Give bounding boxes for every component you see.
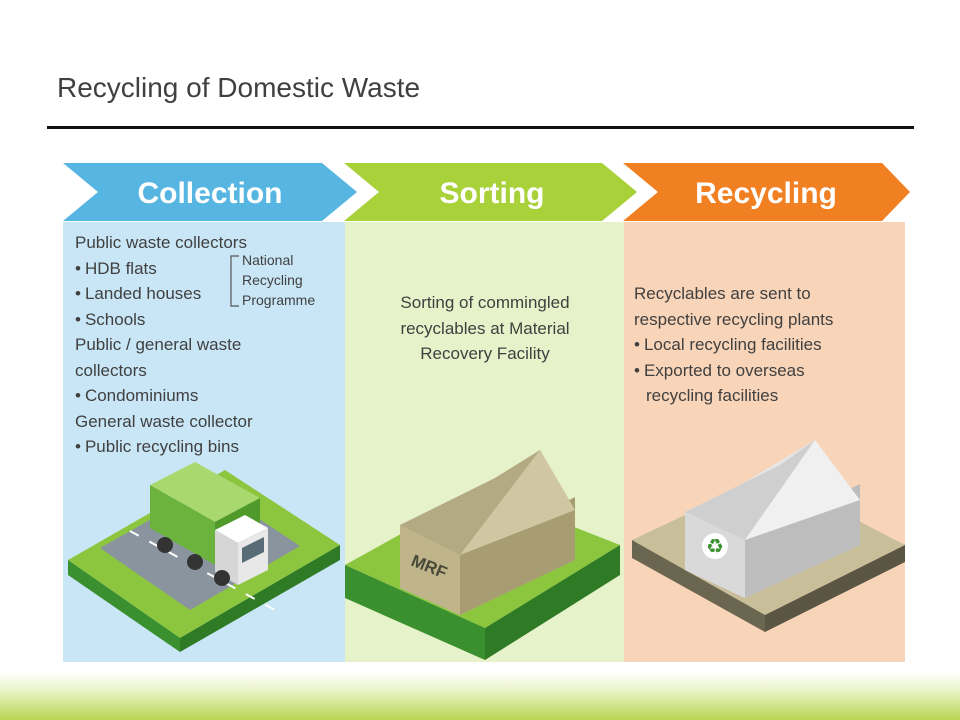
recycle-icon: ♻	[706, 534, 724, 558]
collection-heading-general-b: collectors	[75, 360, 147, 380]
list-item-continuation: recycling facilities	[646, 386, 779, 405]
chevron-collection	[63, 163, 357, 221]
collection-heading-bins: General waste collector	[75, 411, 253, 431]
recycling-details: Recyclables are sent to respective recyc…	[634, 281, 904, 409]
collection-heading-public: Public waste collectors	[75, 233, 247, 252]
footer-gradient-band	[0, 672, 960, 720]
step-label-collection: Collection	[137, 177, 283, 210]
list-item: Exported to overseas	[634, 358, 904, 384]
list-item: Landed houses	[75, 281, 325, 307]
page-title: Recycling of Domestic Waste	[57, 72, 421, 103]
national-recycling-programme-label: National Recycling Programme	[242, 252, 316, 308]
list-item: Schools	[75, 307, 325, 333]
chevron-sorting	[344, 163, 637, 221]
collection-heading-general-a: Public / general waste	[75, 335, 242, 354]
chevron-recycling	[623, 163, 910, 221]
programme-bracket	[230, 255, 239, 307]
list-item: Public recycling bins	[75, 434, 325, 460]
list-item: Local recycling facilities	[634, 332, 904, 358]
mrf-building-illustration: MRF	[345, 450, 620, 660]
recycling-plant-illustration: ♻	[632, 440, 905, 632]
step-label-sorting: Sorting	[439, 177, 545, 210]
list-item: HDB flats	[75, 256, 325, 282]
list-item: Condominiums	[75, 383, 325, 409]
step-label-recycling: Recycling	[695, 177, 837, 210]
collection-details: Public waste collectors HDB flats Landed…	[75, 230, 325, 460]
title-divider	[47, 126, 914, 129]
truck-scene-illustration	[68, 462, 340, 652]
sorting-details: Sorting of commingled recyclables at Mat…	[400, 293, 570, 363]
process-chevrons	[63, 163, 910, 221]
